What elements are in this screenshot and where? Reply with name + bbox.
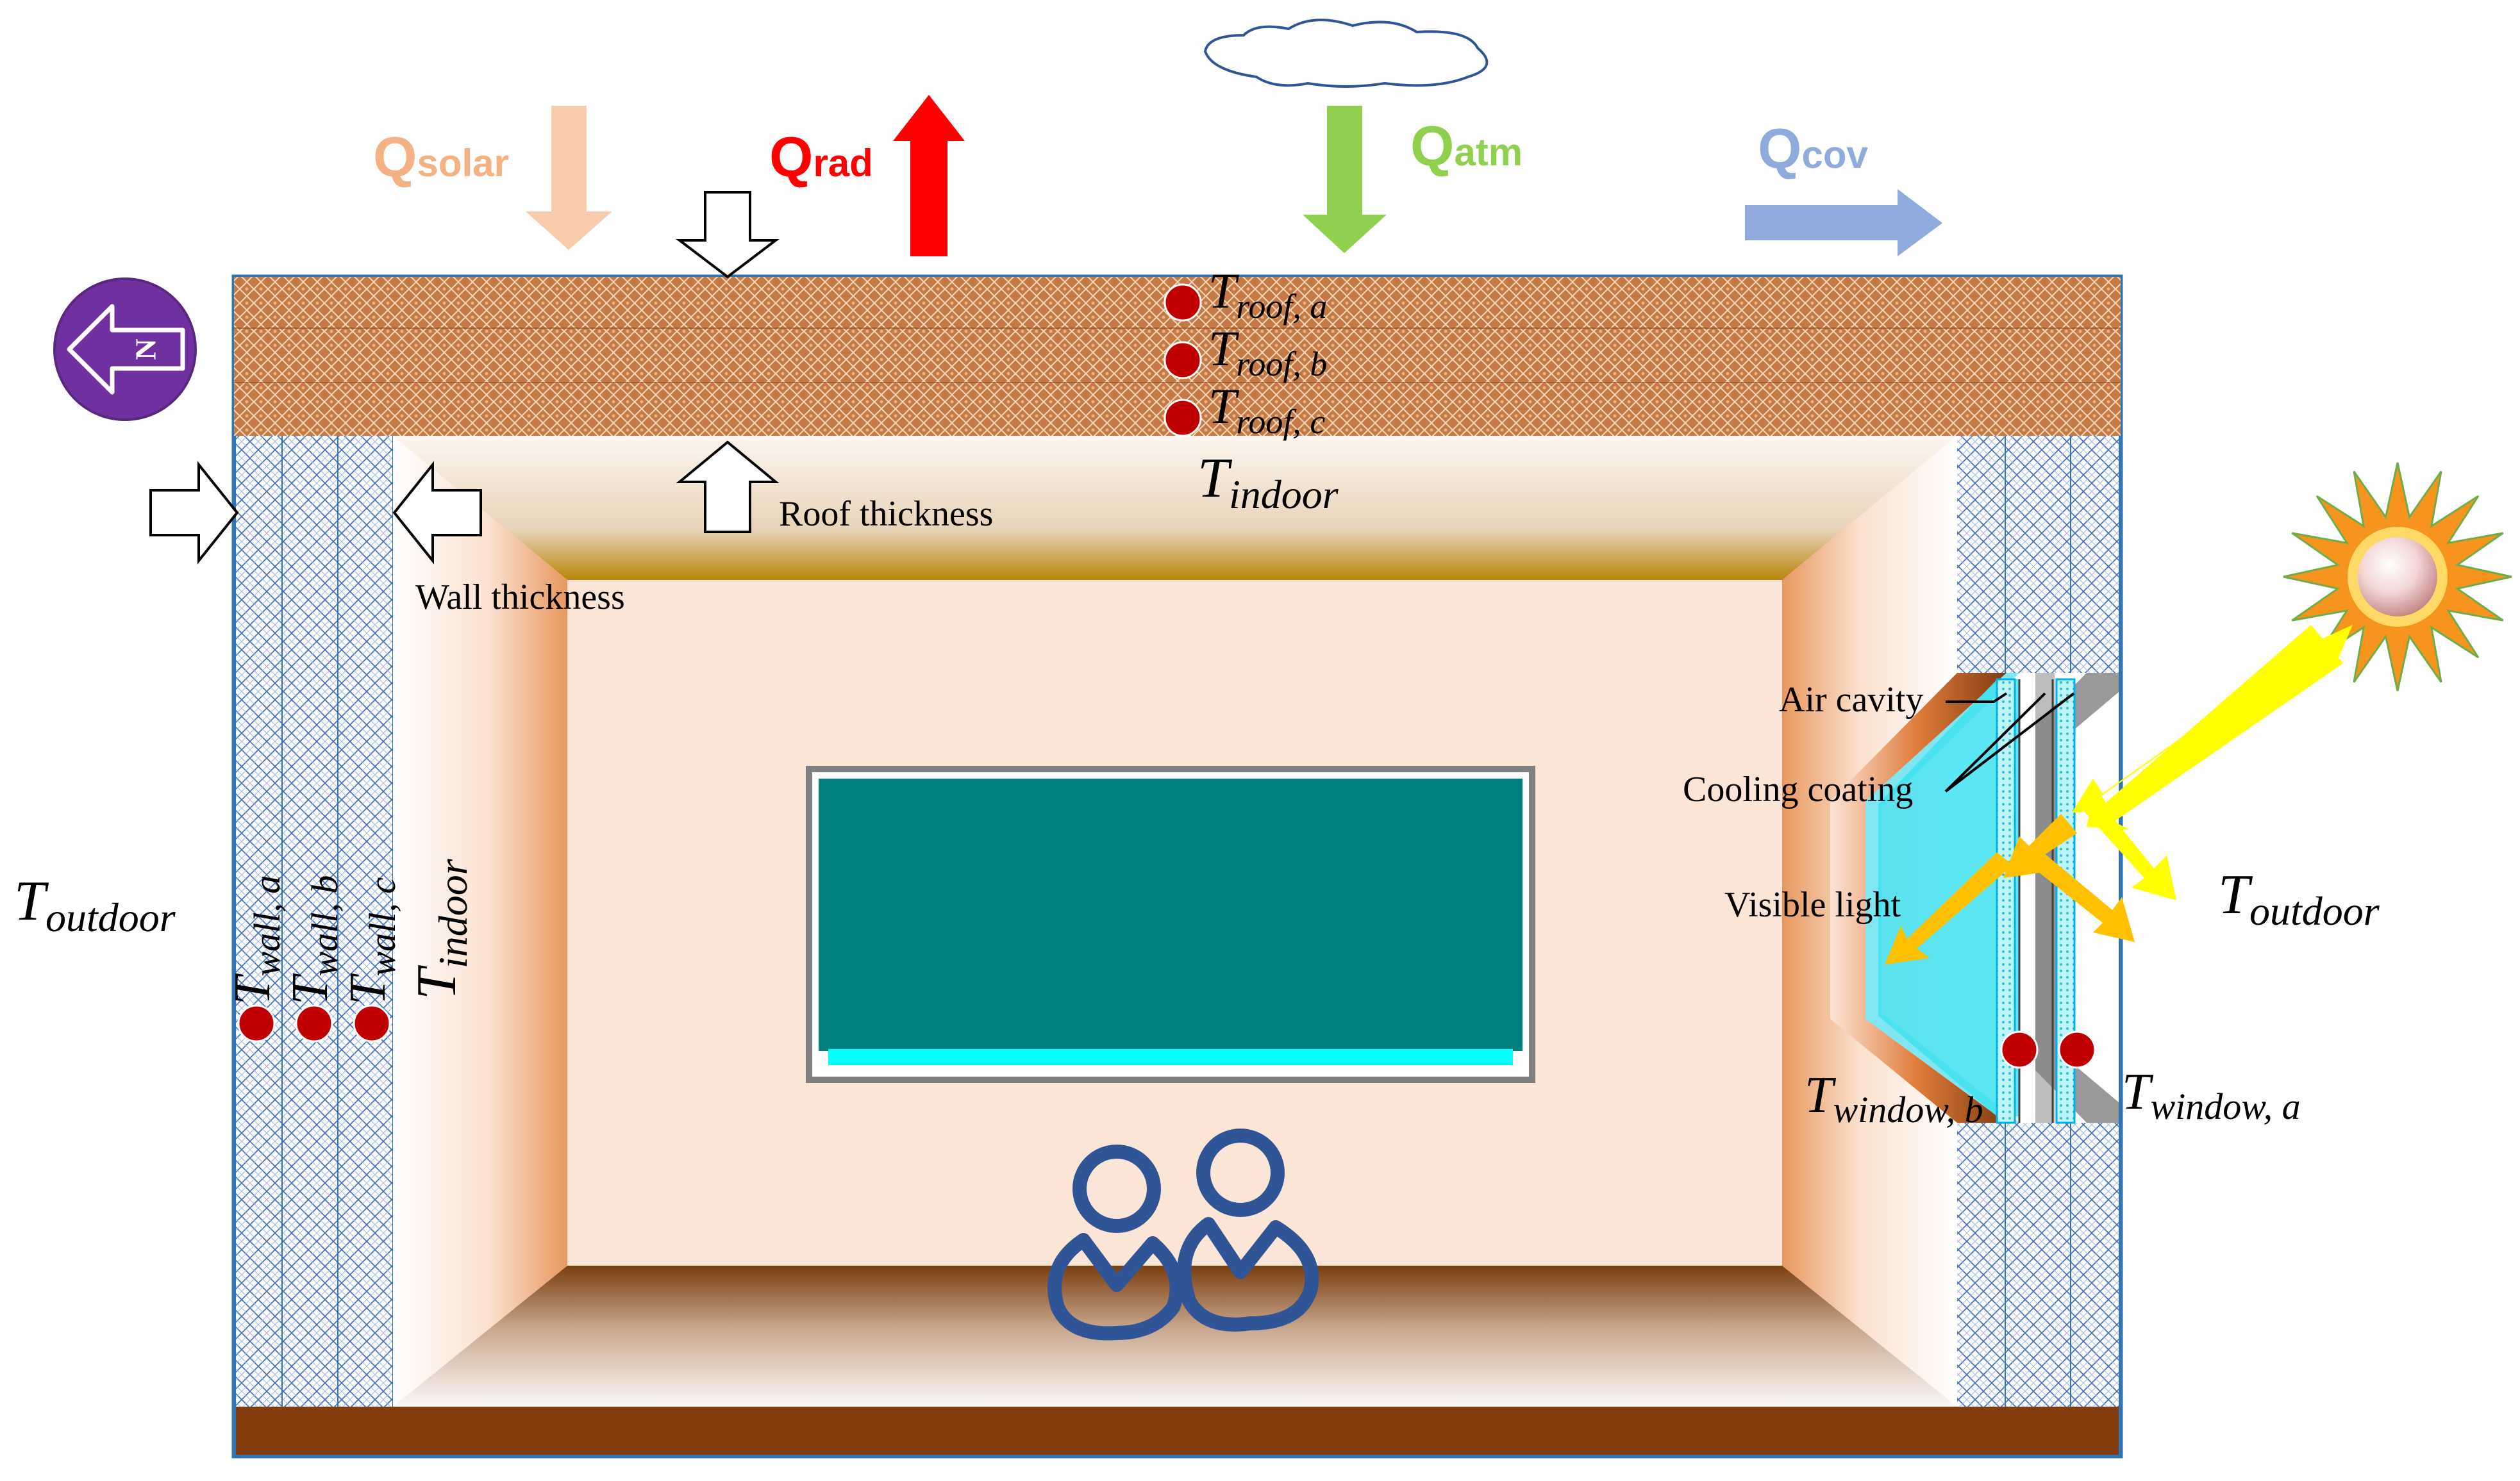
label-twall-a: Twall, a bbox=[224, 875, 288, 1005]
qsolar-label: Qsolar bbox=[373, 125, 509, 188]
qatm-arrow bbox=[1303, 106, 1387, 253]
roof-thickness-arrows bbox=[676, 191, 780, 533]
cloud-icon bbox=[1203, 19, 1489, 88]
qcov-arrow bbox=[1745, 189, 1942, 256]
label-twindow-b: Twindow, b bbox=[1805, 1067, 1983, 1130]
window-leader-lines bbox=[1944, 692, 2075, 793]
label-twindow-a: Twindow, a bbox=[2122, 1064, 2301, 1127]
qcov-label: Qcov bbox=[1758, 117, 1868, 180]
label-tindoor-top: Tindoor bbox=[1197, 447, 1339, 517]
right-wall bbox=[1957, 436, 2119, 1407]
qrad-label: Qrad bbox=[769, 125, 873, 188]
sensor-wall-c bbox=[353, 1004, 391, 1043]
sensor-roof-a bbox=[1164, 283, 1202, 322]
left-wall bbox=[236, 436, 394, 1407]
label-cooling-coating: Cooling coating bbox=[1683, 770, 1913, 809]
label-tindoor-side: Tindoor bbox=[406, 858, 476, 1000]
qrad-arrow bbox=[893, 95, 965, 256]
sensor-wall-b bbox=[295, 1004, 333, 1043]
qsolar-arrow bbox=[526, 106, 612, 250]
qatm-label: Qatm bbox=[1410, 114, 1523, 178]
label-roof-thickness: Roof thickness bbox=[779, 494, 993, 534]
label-troof-b: Troof, b bbox=[1208, 320, 1327, 383]
label-toutdoor-right: Toutdoor bbox=[2218, 864, 2380, 934]
label-toutdoor-left: Toutdoor bbox=[14, 870, 176, 940]
wall-thickness-arrows bbox=[149, 461, 482, 565]
sensor-window-a bbox=[2058, 1030, 2096, 1069]
roof-sensors bbox=[1164, 283, 1202, 437]
label-troof-a: Troof, a bbox=[1208, 263, 1327, 326]
sensor-wall-a bbox=[237, 1004, 276, 1043]
label-troof-c: Troof, c bbox=[1208, 378, 1325, 441]
sunlight-beam bbox=[2072, 625, 2353, 813]
sensor-window-b bbox=[2000, 1030, 2039, 1069]
label-air-cavity: Air cavity bbox=[1779, 680, 1923, 720]
sensor-roof-c bbox=[1164, 399, 1202, 437]
floor-slab bbox=[236, 1407, 2119, 1455]
window-sensors bbox=[2000, 1030, 2096, 1069]
transmitted-light-arrows bbox=[1885, 814, 2135, 964]
label-visible-light: Visible light bbox=[1724, 885, 1901, 925]
blackboard bbox=[806, 766, 1535, 1083]
sensor-roof-b bbox=[1164, 341, 1202, 379]
wall-sensors bbox=[237, 1004, 391, 1043]
compass-letter: N bbox=[129, 338, 162, 360]
compass-icon: N bbox=[53, 277, 197, 421]
label-wall-thickness: Wall thickness bbox=[415, 577, 625, 617]
label-twall-b: Twall, b bbox=[282, 875, 346, 1005]
sunlight-beam-main bbox=[2087, 625, 2343, 830]
reflected-light-arrows bbox=[2083, 801, 2176, 900]
people-icon bbox=[1047, 1129, 1319, 1341]
label-twall-c: Twall, c bbox=[340, 877, 403, 1005]
